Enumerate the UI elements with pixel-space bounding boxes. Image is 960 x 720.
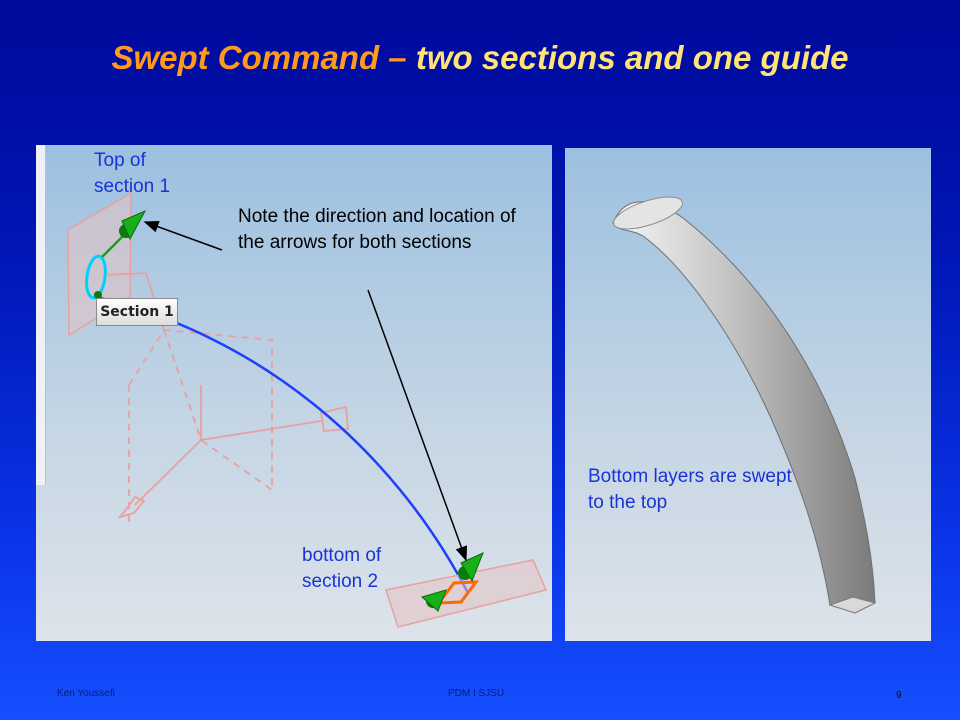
right-result-view[interactable] — [565, 148, 931, 641]
label-bottom-section2: bottom of section 2 — [302, 545, 382, 592]
section1-arrows — [94, 209, 147, 299]
view-edge-strip — [36, 145, 46, 485]
footer-center: PDM I SJSU — [448, 688, 505, 699]
swept-solid — [612, 201, 876, 614]
guide-curve — [95, 295, 470, 594]
note-arrows: Note the direction and location of the a… — [238, 206, 516, 253]
axis-system — [105, 272, 349, 525]
label-top-section1: Top of section 1 — [94, 150, 171, 197]
slide-title: Swept Command – two sections and one gui… — [0, 38, 960, 78]
slide-title-part2: two sections and one guide — [415, 39, 849, 76]
section1-tag[interactable]: Section 1 — [96, 298, 178, 326]
section2-profile — [435, 580, 480, 605]
slide-title-part1: Swept Command – — [111, 39, 416, 76]
section2-arrows — [420, 552, 484, 612]
caption-result: Bottom layers are swept to the top — [588, 466, 792, 513]
swept-solid-top-face — [613, 196, 683, 230]
swept-solid-bottom-face — [828, 596, 877, 614]
page-number: 9 — [896, 690, 902, 701]
swept-solid-scene — [612, 196, 877, 614]
section1-profile — [85, 254, 107, 300]
footer-author: Ken Youssefi — [57, 688, 115, 699]
